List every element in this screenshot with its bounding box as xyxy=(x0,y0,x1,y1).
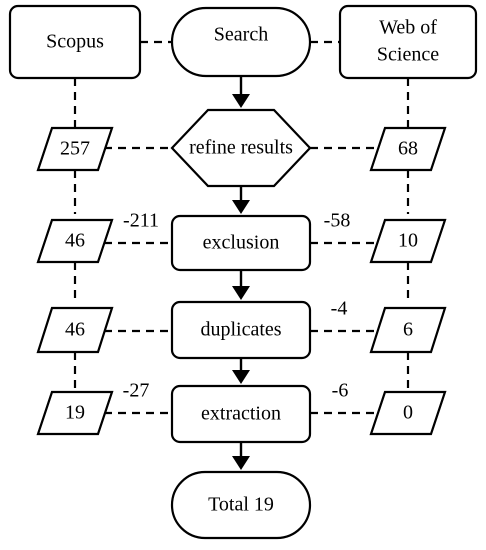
scopus-exclusion-delta: -211 xyxy=(123,210,159,232)
wos-duplicates-count: 6 xyxy=(369,306,447,354)
wos-label-line2: Science xyxy=(377,44,439,66)
extraction-box: extraction xyxy=(170,384,312,444)
scopus-duplicates-value: 46 xyxy=(65,319,85,341)
scopus-exclusion-count: 46 xyxy=(36,218,114,264)
arrow-refine-to-exclusion xyxy=(232,186,250,214)
arrow-search-to-refine xyxy=(232,76,250,108)
refine-results-hexagon: refine results xyxy=(170,108,312,188)
exclusion-box: exclusion xyxy=(170,214,312,272)
wos-duplicates-delta: -4 xyxy=(331,298,348,320)
scopus-duplicates-count: 46 xyxy=(36,306,114,354)
search-label: Search xyxy=(214,24,268,46)
scopus-box: Scopus xyxy=(8,4,142,80)
extraction-label: extraction xyxy=(201,403,281,425)
wos-duplicates-value: 6 xyxy=(403,319,413,341)
wos-extraction-value: 0 xyxy=(403,402,413,424)
arrow-duplicates-to-extraction xyxy=(232,358,250,384)
refine-label: refine results xyxy=(189,137,293,159)
scopus-extraction-count: 19 xyxy=(36,390,114,436)
scopus-refine-count: 257 xyxy=(36,126,114,172)
exclusion-label: exclusion xyxy=(203,232,280,254)
wos-refine-value: 68 xyxy=(398,138,418,160)
arrow-extraction-to-total xyxy=(232,442,250,470)
scopus-extraction-value: 19 xyxy=(65,402,85,424)
wos-exclusion-delta: -58 xyxy=(324,210,351,232)
wos-label-line1: Web of xyxy=(379,17,437,39)
total-terminator: Total 19 xyxy=(170,470,312,540)
scopus-label: Scopus xyxy=(46,31,104,53)
wos-extraction-count: 0 xyxy=(369,390,447,436)
scopus-extraction-delta: -27 xyxy=(123,380,150,402)
search-terminator: Search xyxy=(170,6,312,78)
wos-exclusion-value: 10 xyxy=(398,230,418,252)
wos-extraction-delta: -6 xyxy=(332,380,349,402)
scopus-refine-value: 257 xyxy=(60,138,90,160)
total-label: Total 19 xyxy=(208,494,274,516)
duplicates-box: duplicates xyxy=(170,300,312,360)
web-of-science-box: Web of Science xyxy=(338,4,478,80)
wos-exclusion-count: 10 xyxy=(369,218,447,264)
wos-refine-count: 68 xyxy=(369,126,447,172)
scopus-exclusion-value: 46 xyxy=(65,230,85,252)
arrow-exclusion-to-duplicates xyxy=(232,270,250,300)
duplicates-label: duplicates xyxy=(200,319,281,341)
